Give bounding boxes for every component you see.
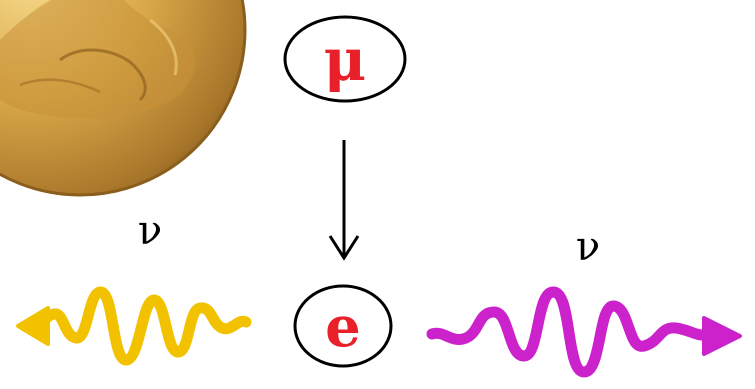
gold-medal-portrait-icon: [0, 0, 247, 197]
arrow-down-icon: [328, 140, 360, 261]
muon-symbol: μ: [324, 26, 366, 94]
neutrino-right-wave-icon: [426, 286, 742, 378]
neutrino-left-wave-icon: [16, 286, 252, 366]
muon-node: μ: [283, 15, 407, 103]
neutrino-left-label: ν: [138, 208, 162, 254]
electron-symbol: e: [325, 294, 361, 360]
neutrino-right-label: ν: [576, 224, 600, 270]
electron-node: e: [293, 284, 393, 368]
